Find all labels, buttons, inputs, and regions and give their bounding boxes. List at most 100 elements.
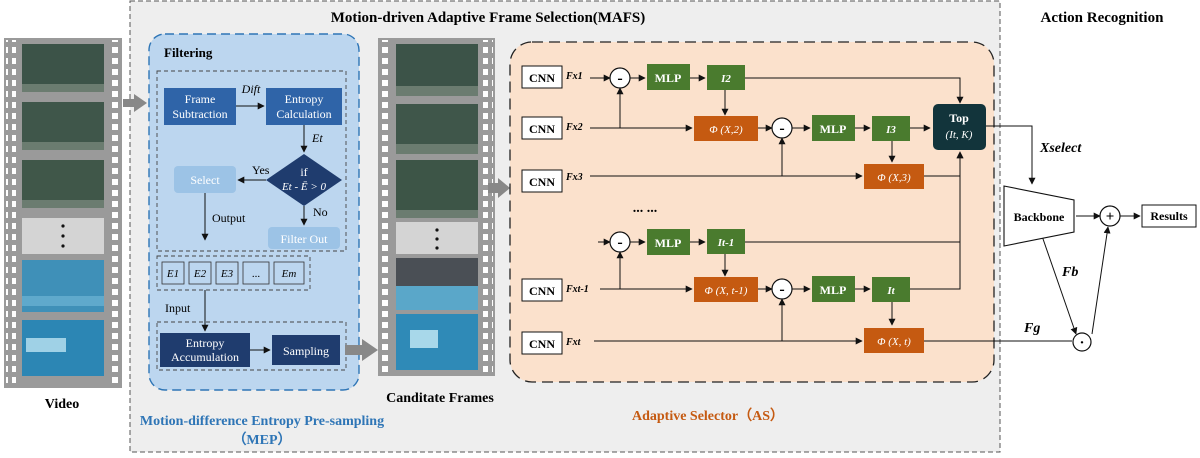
subtract-sign-2: - — [779, 120, 784, 137]
fb-label: Fb — [1061, 265, 1078, 280]
cnn-label-1: CNN — [529, 71, 555, 85]
subtract-nodes: - - - - — [609, 67, 793, 300]
frame-subtraction-line2: Subtraction — [172, 107, 227, 121]
phi-x3-label: Φ (X,3) — [877, 172, 911, 184]
select-label: Select — [190, 173, 220, 187]
mafs-title: Motion-driven Adaptive Frame Selection(M… — [331, 10, 646, 26]
mlp-label-2: MLP — [820, 122, 847, 136]
mep-title-line2: （MEP） — [232, 432, 291, 448]
yes-label: Yes — [252, 163, 270, 177]
mlp-nodes: MLP MLP MLP MLP — [647, 64, 855, 302]
mep-title-line1: Motion-difference Entropy Pre-sampling — [140, 414, 384, 429]
sum-sign: + — [1106, 209, 1115, 225]
feature-fxt1: Fxt-1 — [565, 284, 589, 295]
candidate-frames-label: Canditate Frames — [386, 391, 494, 406]
phi-xt-label: Φ (X, t) — [877, 336, 911, 348]
importance-i2-label: I2 — [720, 73, 731, 85]
product-sign: · — [1079, 335, 1084, 351]
subtract-node-2 — [771, 117, 793, 139]
feature-fxt: Fxt — [565, 337, 582, 348]
decision-diamond — [266, 154, 342, 206]
results-label: Results — [1150, 209, 1188, 223]
cnn-box-2 — [521, 116, 563, 140]
video-to-mep-arrow — [123, 94, 147, 112]
subtract-sign-3: - — [617, 234, 622, 251]
select-box — [174, 166, 236, 193]
adaptive-selector-title: Adaptive Selector（AS） — [632, 408, 784, 424]
filter-out-box — [268, 227, 340, 249]
importance-it — [872, 277, 910, 302]
entropy-accumulation-box — [160, 333, 250, 367]
subtract-sign-4: - — [779, 281, 784, 298]
mlp-box-2 — [812, 115, 855, 141]
frame-subtraction-box — [164, 88, 236, 125]
fg-label: Fg — [1023, 321, 1040, 336]
importance-i2 — [707, 65, 745, 90]
decision-line1: if — [300, 165, 307, 179]
top-k-box — [933, 104, 986, 150]
mlp-label-4: MLP — [820, 283, 847, 297]
subtract-node-4 — [771, 278, 793, 300]
candidate-filmstrip — [378, 38, 495, 376]
cnn-label-3: CNN — [529, 175, 555, 189]
candidate-frame-3 — [396, 160, 478, 218]
selector-connections — [590, 74, 1141, 345]
entropy-calculation-line1: Entropy — [285, 92, 324, 106]
entropy-accumulation-line2: Accumulation — [171, 350, 239, 364]
video-label: Video — [45, 397, 79, 412]
entropy-e3: E3 — [220, 268, 234, 280]
no-label: No — [313, 205, 328, 219]
product-node — [1072, 332, 1092, 352]
entropy-ellipsis: ... — [252, 268, 261, 280]
importance-it1 — [707, 229, 745, 254]
entropy-calculation-line2: Calculation — [276, 107, 331, 121]
video-filmstrip — [4, 38, 122, 388]
phi-xt1-label: Φ (X, t-1) — [705, 285, 748, 297]
sampling-box — [272, 335, 340, 365]
output-label: Output — [212, 211, 246, 225]
filtering-label: Filtering — [164, 45, 213, 60]
entropy-e2: E2 — [193, 268, 207, 280]
importance-it1-label: It-1 — [717, 237, 735, 249]
backbone-label: Backbone — [1014, 210, 1065, 224]
cnn-box-1 — [521, 65, 563, 89]
sum-node — [1099, 205, 1121, 227]
xselect-label: Xselect — [1039, 141, 1082, 156]
candidates-to-selector-arrow — [488, 178, 510, 198]
cnn-label-4: CNN — [529, 284, 555, 298]
entropy-values: E1 E2 E3 ... Em — [161, 261, 305, 285]
dift-label: Dift — [241, 82, 261, 96]
filtering-group — [156, 70, 347, 252]
frame-subtraction-line1: Frame — [185, 92, 216, 106]
mlp-label-1: MLP — [655, 71, 682, 85]
phi-xt1-box — [694, 277, 758, 302]
mlp-box-4 — [812, 276, 855, 302]
entropy-calculation-box — [266, 88, 342, 125]
et-label: Et — [311, 131, 323, 145]
mlp-label-3: MLP — [655, 236, 682, 250]
cnn-label-2: CNN — [529, 122, 555, 136]
action-recognition-title: Action Recognition — [1041, 10, 1165, 26]
subtract-node-3 — [609, 231, 631, 253]
importance-i3-label: I3 — [885, 124, 896, 136]
mep-to-candidates-arrow — [345, 339, 378, 361]
phi-xt-box — [864, 328, 924, 353]
phi-x2-label: Φ (X,2) — [709, 124, 743, 136]
backbone-trapezoid — [1003, 185, 1075, 247]
importance-nodes: I2 I3 It-1 It — [707, 65, 910, 302]
input-label: Input — [165, 301, 191, 315]
top-k-line2: (It, K) — [946, 129, 973, 141]
cnn-label-5: CNN — [529, 337, 555, 351]
selector-ellipsis: ... ... — [633, 201, 658, 216]
cnn-box-5 — [521, 331, 563, 355]
feature-fx2: Fx2 — [565, 122, 583, 133]
phi-x3-box — [864, 164, 924, 189]
mlp-box-1 — [647, 64, 690, 90]
subtract-node-1 — [609, 67, 631, 89]
phi-x2-box — [694, 116, 758, 141]
entropy-e1: E1 — [166, 268, 179, 280]
entropy-em: Em — [281, 268, 297, 280]
decision-line2: Et - Ē > 0 — [281, 181, 327, 193]
